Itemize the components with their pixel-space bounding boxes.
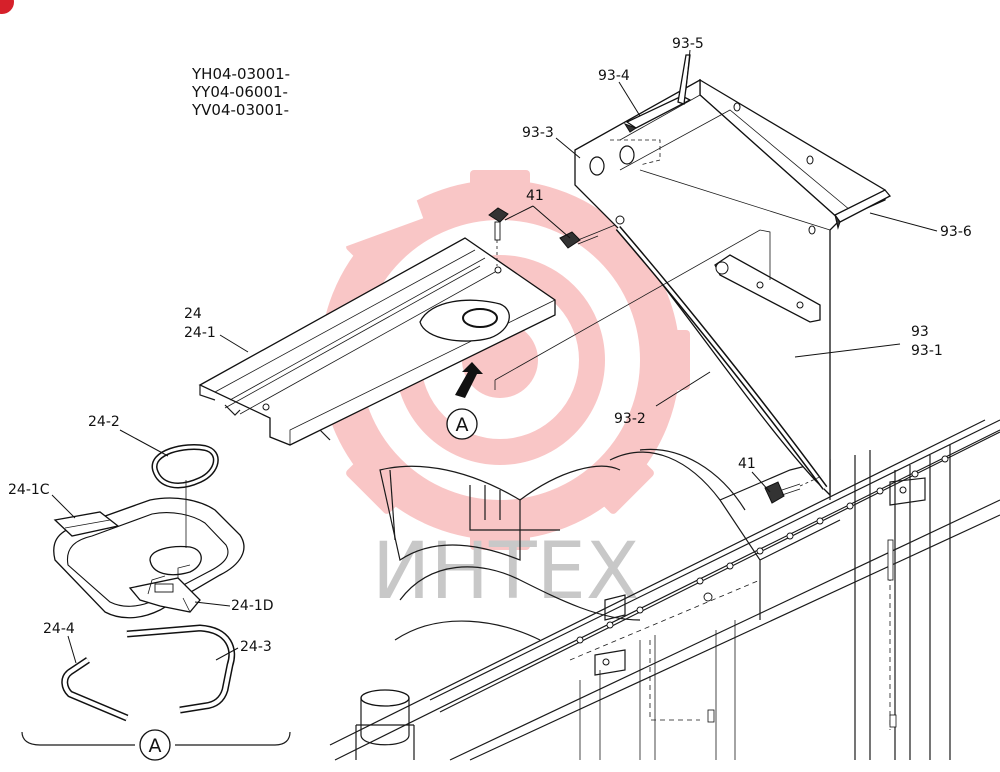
- serial-line-3: YV04-03001-: [191, 101, 289, 119]
- label-24-1D: 24-1D: [231, 598, 274, 614]
- label-24-3: 24-3: [240, 639, 272, 655]
- label-93: 93: [911, 324, 929, 340]
- bolt-41-lower-icon: [764, 475, 823, 504]
- label-24-1C: 24-1C: [8, 482, 50, 498]
- part-labels: 93-5 93-4 93-3 93-6 41 24 24-1 93 93-1 9…: [8, 36, 972, 655]
- svg-text:A: A: [149, 735, 162, 757]
- label-41-top: 41: [526, 188, 544, 204]
- label-93-2: 93-2: [614, 411, 646, 427]
- detail-marker-top: A: [446, 408, 478, 440]
- leader-lines: [51, 49, 938, 664]
- detail-a-assembly: [21, 444, 291, 746]
- label-24-1: 24-1: [184, 325, 216, 341]
- label-93-3: 93-3: [522, 125, 554, 141]
- part-24-1-frame: [53, 497, 245, 619]
- serial-line-1: YH04-03001-: [191, 65, 290, 83]
- part-24-3-seal: [126, 624, 236, 714]
- svg-text:A: A: [456, 414, 469, 436]
- watermark-text: ИНТЕХ: [372, 527, 639, 617]
- part-93-side-panel: [494, 54, 892, 504]
- serial-line-2: YY04-06001-: [191, 83, 288, 101]
- label-93-5: 93-5: [672, 36, 704, 52]
- label-24-4: 24-4: [43, 621, 75, 637]
- label-93-6: 93-6: [940, 224, 972, 240]
- label-24: 24: [184, 306, 202, 322]
- label-93-4: 93-4: [598, 68, 630, 84]
- part-24-4-seal: [61, 657, 129, 722]
- part-24-top-cover: [198, 207, 556, 446]
- direction-arrow-icon: [455, 362, 483, 398]
- corner-badge-icon: [0, 0, 14, 14]
- label-93-1: 93-1: [911, 343, 943, 359]
- serial-numbers: YH04-03001- YY04-06001- YV04-03001-: [191, 65, 290, 119]
- detail-marker-bottom: A: [139, 729, 171, 761]
- label-24-2: 24-2: [88, 414, 120, 430]
- bolt-41-upper-icon: [559, 224, 616, 249]
- bolt-41-cover-icon: [488, 207, 509, 266]
- machine-frame: [329, 419, 1000, 761]
- part-24-2-ring: [151, 444, 219, 489]
- label-41-bottom: 41: [738, 456, 756, 472]
